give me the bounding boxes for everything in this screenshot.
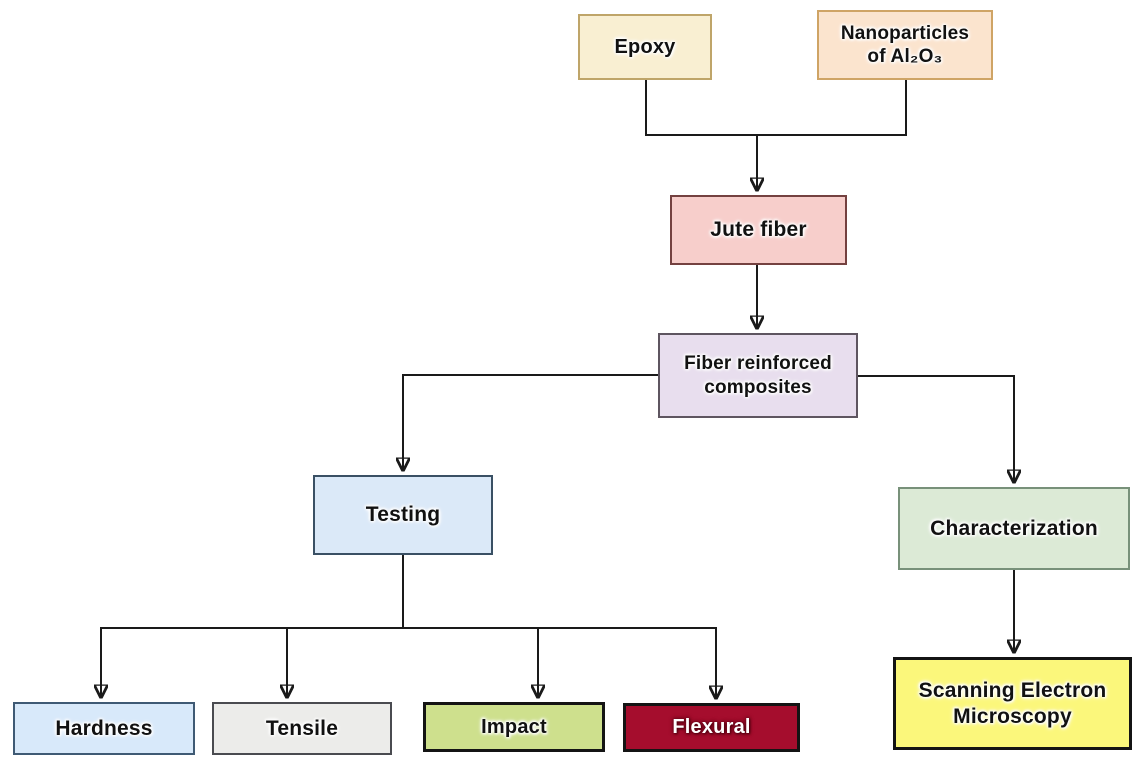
connector-fiber-to-characterization-arrow (858, 375, 1014, 482)
connector-fiber-to-testing-arrow (403, 374, 658, 470)
node-jute-fiber: Jute fiber (670, 195, 847, 265)
node-characterization: Characterization (898, 487, 1130, 570)
node-impact: Impact (423, 702, 605, 752)
node-flexural: Flexural (623, 703, 800, 752)
node-epoxy: Epoxy (578, 14, 712, 80)
node-scanning-electron-microscopy: Scanning Electron Microscopy (893, 657, 1132, 750)
node-nanoparticles-al2o3: Nanoparticles of Al₂O₃ (817, 10, 993, 80)
node-testing: Testing (313, 475, 493, 555)
connector-epoxy-nano-merge (645, 80, 907, 136)
node-fiber-reinforced-composites: Fiber reinforced composites (658, 333, 858, 418)
node-tensile: Tensile (212, 702, 392, 755)
node-hardness: Hardness (13, 702, 195, 755)
